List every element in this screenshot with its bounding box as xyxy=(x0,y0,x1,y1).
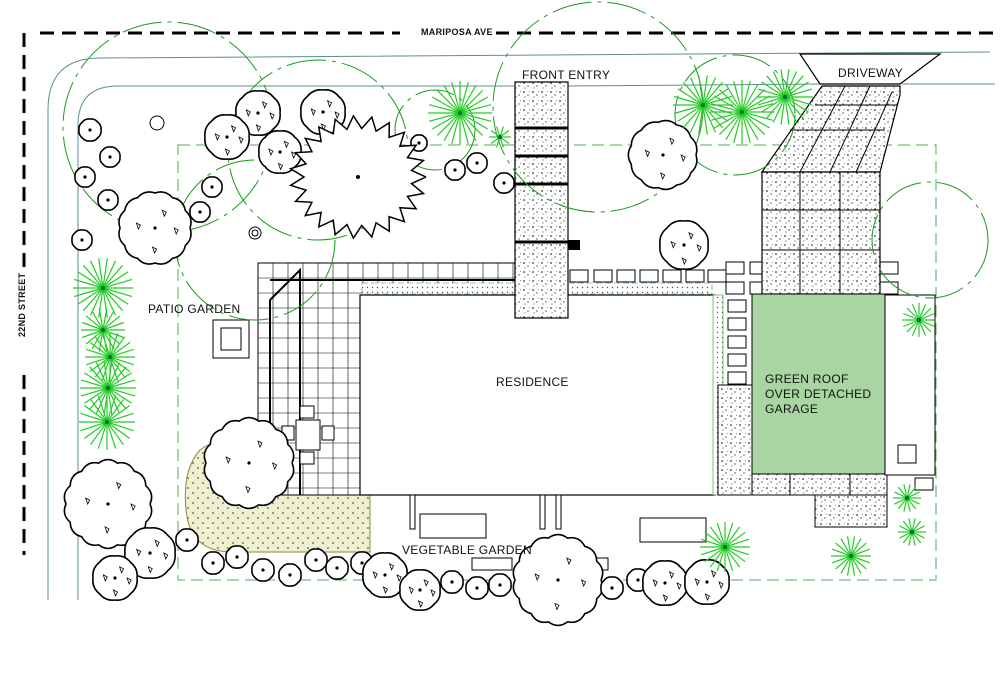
stepping-stone xyxy=(727,299,747,313)
feature-tree xyxy=(288,114,427,240)
label-green-roof-line3: GARAGE xyxy=(765,402,819,416)
stepping-stone xyxy=(727,371,747,385)
palm xyxy=(79,394,135,450)
tree xyxy=(204,114,250,160)
palm xyxy=(489,126,511,148)
patio-planter xyxy=(212,319,250,359)
tree xyxy=(99,146,121,168)
label-patio-garden: PATIO GARDEN xyxy=(148,302,241,316)
label-green-roof-line1: GREEN ROOF xyxy=(765,372,849,386)
palm xyxy=(902,303,936,337)
stepping-stone xyxy=(727,353,747,367)
label-driveway: DRIVEWAY xyxy=(838,66,904,80)
label-green-roof: GREEN ROOF OVER DETACHED GARAGE xyxy=(765,372,875,417)
front-entry-walk xyxy=(514,81,569,319)
tree xyxy=(399,569,441,611)
trees xyxy=(63,89,730,627)
patio-table-set xyxy=(281,405,335,465)
tree xyxy=(512,533,604,627)
tree xyxy=(258,130,302,174)
entry-steps xyxy=(515,126,568,244)
tree xyxy=(71,229,93,251)
tree xyxy=(97,189,119,211)
stepping-stone xyxy=(727,317,747,331)
stepping-stone xyxy=(879,281,899,295)
tree xyxy=(201,176,223,198)
palm xyxy=(85,332,135,382)
tree xyxy=(189,201,211,223)
stepping-stone xyxy=(593,269,613,283)
tree xyxy=(642,560,688,606)
tree xyxy=(175,528,199,552)
tree xyxy=(278,563,302,587)
tree xyxy=(600,576,624,600)
tree xyxy=(78,118,102,142)
canopy-outline xyxy=(674,54,796,176)
palm xyxy=(700,522,750,572)
label-green-roof-line2: OVER DETACHED xyxy=(765,387,872,401)
tree xyxy=(465,576,489,600)
stepping-stone xyxy=(685,269,705,283)
label-vegetable-garden: VEGETABLE GARDEN xyxy=(402,543,532,557)
tree xyxy=(659,220,709,270)
stepping-stone xyxy=(727,335,747,349)
label-front-entry: FRONT ENTRY xyxy=(522,68,611,82)
tree xyxy=(203,416,295,510)
stepping-stone xyxy=(725,261,745,275)
stepping-stone xyxy=(639,269,659,283)
palm xyxy=(710,80,774,144)
canopy-outline xyxy=(871,181,989,299)
stepping-stone xyxy=(725,281,745,295)
label-residence: RESIDENCE xyxy=(496,375,569,389)
stepping-stone xyxy=(616,269,636,283)
street-boundary-lines xyxy=(22,31,995,555)
palms xyxy=(73,69,936,576)
residence-footprint xyxy=(359,294,716,496)
tree xyxy=(444,159,466,181)
curb-lines xyxy=(47,51,995,600)
palm xyxy=(73,258,133,318)
tree xyxy=(493,172,515,194)
palm xyxy=(893,484,921,512)
stepping-stone xyxy=(879,261,899,275)
driveway xyxy=(717,53,942,528)
tree xyxy=(362,552,408,598)
tree xyxy=(118,191,192,265)
tree xyxy=(124,527,176,579)
stepping-stone xyxy=(569,269,589,283)
tree xyxy=(225,545,249,569)
tree xyxy=(201,551,225,575)
palm xyxy=(831,536,871,576)
tree xyxy=(304,548,328,572)
tree xyxy=(488,573,512,597)
tree xyxy=(684,559,730,605)
stepping-stone xyxy=(662,269,682,283)
tree xyxy=(466,152,488,174)
palm xyxy=(428,81,492,145)
palm xyxy=(757,69,813,125)
stepping-stone xyxy=(914,477,934,491)
street-label-north: MARIPOSA AVE xyxy=(418,27,496,37)
palm xyxy=(898,518,926,546)
tree xyxy=(92,555,138,601)
green-roof-garage xyxy=(751,293,886,475)
tree xyxy=(325,556,349,580)
tree xyxy=(627,119,698,191)
palm xyxy=(673,75,733,135)
street-label-west: 22ND STREET xyxy=(17,269,27,340)
stepping-stone xyxy=(707,269,727,283)
canopy-outline xyxy=(394,89,476,171)
tree xyxy=(440,570,464,594)
tree xyxy=(74,166,96,188)
tree xyxy=(251,558,275,582)
